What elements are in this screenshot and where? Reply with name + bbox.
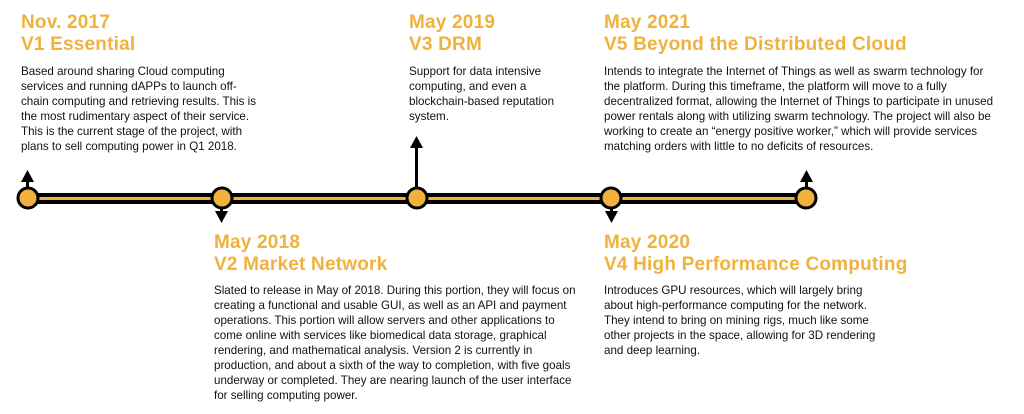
timeline-node-v2	[210, 186, 234, 210]
milestone-heading-v1: Nov. 2017 V1 Essential	[21, 12, 135, 56]
timeline-node-v4	[599, 186, 623, 210]
milestone-description-v5: Intends to integrate the Internet of Thi…	[604, 65, 994, 153]
milestone-date: May 2021	[604, 12, 691, 33]
milestone-description-v3: Support for data intensive computing, an…	[409, 65, 555, 123]
milestone-date: May 2020	[604, 232, 691, 253]
timeline-node-v5	[794, 186, 818, 210]
milestone-name: V4 High Performance Computing	[604, 254, 908, 275]
milestone-name: V2 Market Network	[214, 254, 388, 275]
milestone-heading-v3: May 2019 V3 DRM	[409, 12, 495, 56]
timeline-node-v1	[16, 186, 40, 210]
milestone-heading-v2: May 2018 V2 Market Network	[214, 232, 387, 276]
arrow-up-v3	[410, 136, 423, 194]
milestone-name: V3 DRM	[409, 34, 482, 55]
milestone-description-v4: Introduces GPU resources, which will lar…	[604, 284, 876, 357]
milestone-date: May 2019	[409, 12, 496, 33]
milestone-name: V1 Essential	[21, 34, 136, 55]
milestone-date: May 2018	[214, 232, 301, 253]
milestone-description-v2: Slated to release in May of 2018. During…	[214, 284, 576, 402]
milestone-description-v1: Based around sharing Cloud computing ser…	[21, 65, 256, 153]
timeline-node-v3	[405, 186, 429, 210]
milestone-heading-v4: May 2020 V4 High Performance Computing	[604, 232, 908, 276]
milestone-date: Nov. 2017	[21, 12, 111, 33]
milestone-name: V5 Beyond the Distributed Cloud	[604, 34, 907, 55]
milestone-heading-v5: May 2021 V5 Beyond the Distributed Cloud	[604, 12, 907, 56]
